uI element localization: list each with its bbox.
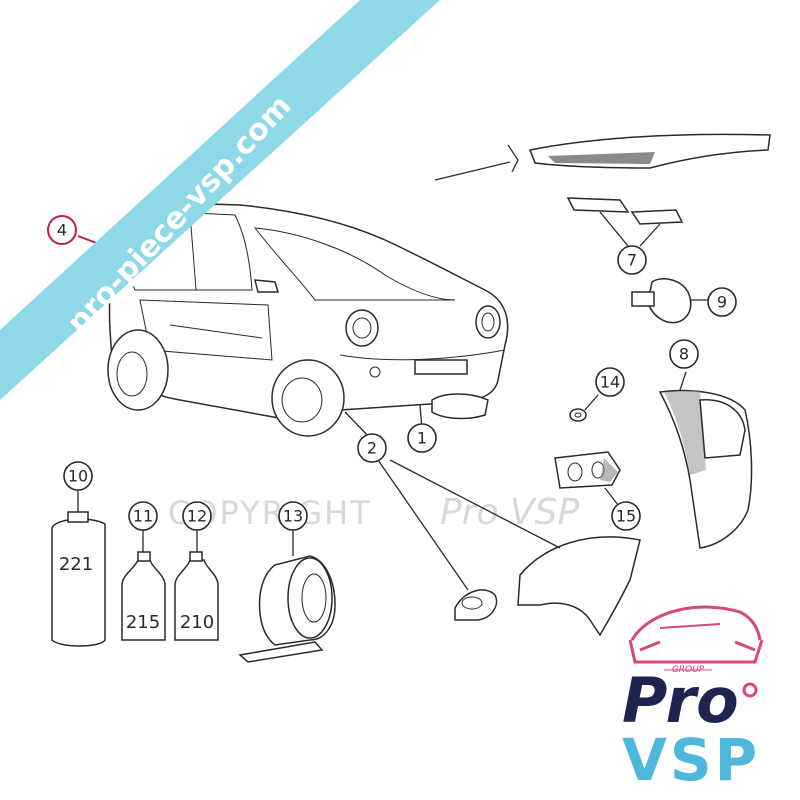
callout-11: 11 [128, 501, 158, 531]
svg-text:10: 10 [68, 467, 88, 486]
callout-4: 4 [47, 215, 77, 245]
svg-text:12: 12 [187, 507, 207, 526]
svg-text:1: 1 [417, 429, 427, 448]
svg-text:15: 15 [616, 507, 636, 526]
callout-14: 14 [595, 367, 625, 397]
callout-1: 1 [407, 423, 437, 453]
part-14-washer [569, 394, 599, 422]
part-11-bottle: 215 [121, 528, 166, 641]
part-8-rear-panel [658, 371, 753, 549]
svg-text:13: 13 [283, 507, 303, 526]
callout-9: 9 [707, 287, 737, 317]
bottle-10-label: 221 [59, 554, 93, 575]
part-15-bracket [554, 451, 621, 506]
svg-text:9: 9 [717, 293, 727, 312]
svg-text:8: 8 [679, 345, 689, 364]
svg-text:14: 14 [600, 373, 620, 392]
callout-8: 8 [669, 339, 699, 369]
car-illustration [107, 202, 509, 437]
callout-2: 2 [357, 433, 387, 463]
logo-vsp-text: VSP [622, 726, 760, 794]
part-2-fenders [377, 459, 641, 637]
callout-7: 7 [617, 245, 647, 275]
part-7-pads [566, 197, 684, 247]
part-9-clip [631, 278, 708, 324]
logo-pro-text: Pro [622, 664, 739, 737]
banner-band [0, 0, 440, 400]
callout-10: 10 [63, 461, 93, 491]
provsp-logo: GROUP Pro VSP [622, 605, 764, 794]
part-12-bottle: 210 [174, 528, 219, 641]
svg-text:7: 7 [627, 251, 637, 270]
watermark-brand-text: Pro VSP [440, 492, 579, 533]
bottle-12-label: 210 [180, 612, 214, 633]
bottle-11-label: 215 [126, 612, 160, 633]
svg-text:11: 11 [133, 507, 153, 526]
logo-group-text: GROUP [672, 665, 705, 675]
svg-text:2: 2 [367, 439, 377, 458]
part-10-container: 221 [51, 490, 106, 647]
callout-13: 13 [278, 501, 308, 531]
callout-12: 12 [182, 501, 212, 531]
svg-text:4: 4 [57, 221, 67, 240]
logo-dot-icon [742, 682, 758, 698]
roof-panel-part [434, 133, 771, 181]
part-13-tape-roll [238, 528, 336, 663]
callout-15: 15 [611, 501, 641, 531]
